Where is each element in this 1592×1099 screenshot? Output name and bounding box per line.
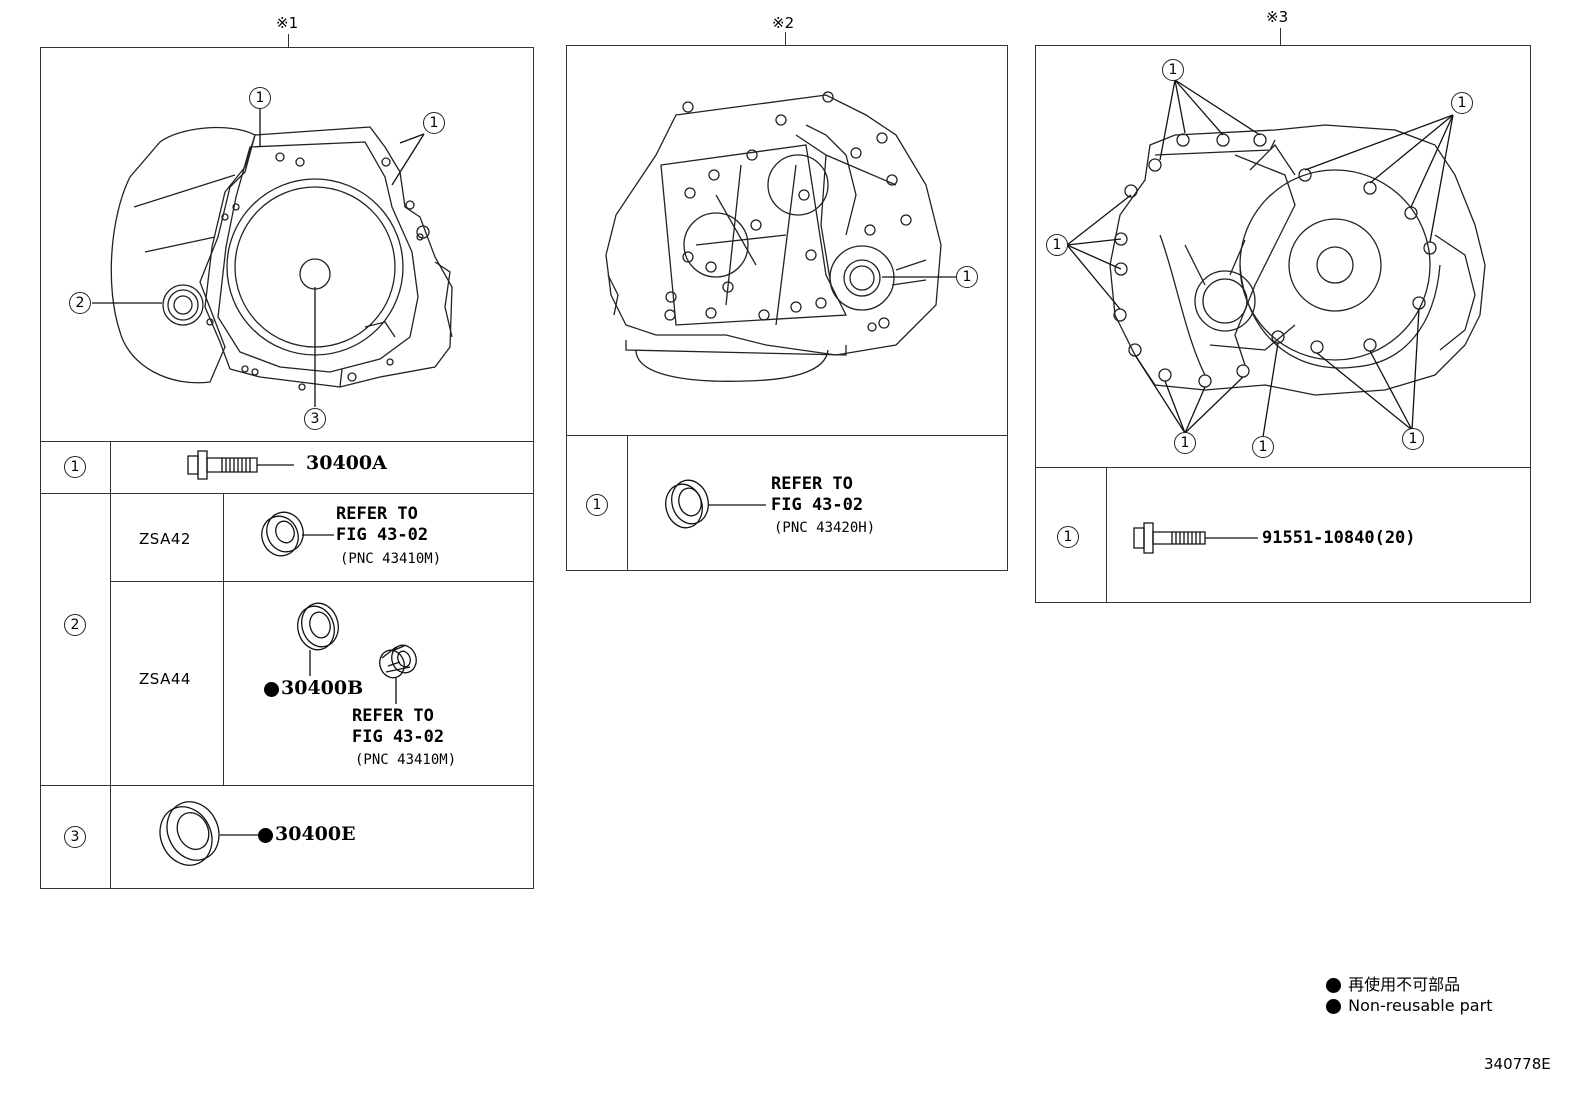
view-ref-3: ※3 [1266, 8, 1289, 26]
oil-seal-icon [158, 798, 268, 868]
row-key-3: 3 [64, 826, 86, 848]
row-key-2: 2 [64, 614, 86, 636]
non-reusable-dot-icon [264, 681, 279, 697]
pnc-reference: (PNC 43420H) [774, 520, 876, 536]
callout-1: 1 [1451, 92, 1473, 114]
seal-sleeve-icon [374, 642, 434, 712]
model-code-zsa44: ZSA44 [139, 670, 191, 688]
view-ref-1: ※1 [276, 14, 299, 32]
oil-seal-icon [258, 510, 358, 560]
panel-1-ref-leader [288, 34, 289, 47]
row-key-1: 1 [1057, 526, 1079, 548]
model-code-zsa42: ZSA42 [139, 530, 191, 548]
legend-non-reusable-en: Non-reusable part [1326, 996, 1492, 1015]
callout-2: 2 [69, 292, 91, 314]
part-number-91551-10840[interactable]: 91551-10840(20) [1262, 528, 1416, 548]
transaxle-case-rear-view [1035, 45, 1531, 467]
transaxle-case-front-view [40, 47, 534, 441]
callout-1: 1 [423, 112, 445, 134]
callout-1: 1 [1252, 436, 1274, 458]
flange-bolt-icon [1132, 520, 1262, 556]
refer-to-label: REFER TO [336, 504, 418, 524]
panel-2-ref-leader [785, 32, 786, 45]
panel-1-frame [40, 47, 534, 889]
callout-1: 1 [1162, 59, 1184, 81]
legend-non-reusable-jp: 再使用不可部品 [1326, 971, 1460, 995]
non-reusable-dot-icon [1326, 999, 1341, 1014]
non-reusable-dot-icon [1326, 978, 1341, 993]
flange-bolt-icon [186, 448, 266, 480]
pnc-reference: (PNC 43410M) [340, 551, 442, 567]
panel-3-ref-leader [1280, 28, 1281, 45]
view-ref-2: ※2 [772, 14, 795, 32]
part-number-30400A[interactable]: 30400A [306, 452, 387, 474]
row-key-1: 1 [64, 456, 86, 478]
fig-reference-link[interactable]: FIG 43-02 [771, 495, 864, 515]
fig-reference-link[interactable]: FIG 43-02 [352, 727, 445, 747]
transaxle-case-top-view [566, 45, 1008, 435]
callout-1: 1 [956, 266, 978, 288]
pnc-reference: (PNC 43410M) [355, 752, 457, 768]
oil-seal-icon [294, 598, 354, 688]
row-key-1: 1 [586, 494, 608, 516]
callout-3: 3 [304, 408, 326, 430]
non-reusable-dot-icon [258, 827, 273, 843]
oil-seal-icon [662, 478, 772, 533]
callout-1: 1 [1402, 428, 1424, 450]
panel-2-frame [566, 45, 1008, 571]
figure-id: 340778E [1484, 1055, 1551, 1073]
panel-3-frame [1035, 45, 1531, 603]
refer-to-label: REFER TO [771, 474, 853, 494]
callout-1: 1 [249, 87, 271, 109]
fig-reference-link[interactable]: FIG 43-02 [336, 525, 429, 545]
refer-to-label: REFER TO [352, 706, 434, 726]
part-number-30400B[interactable]: 30400B [264, 677, 363, 699]
callout-1: 1 [1174, 432, 1196, 454]
callout-1: 1 [1046, 234, 1068, 256]
part-number-30400E[interactable]: 30400E [258, 823, 356, 845]
